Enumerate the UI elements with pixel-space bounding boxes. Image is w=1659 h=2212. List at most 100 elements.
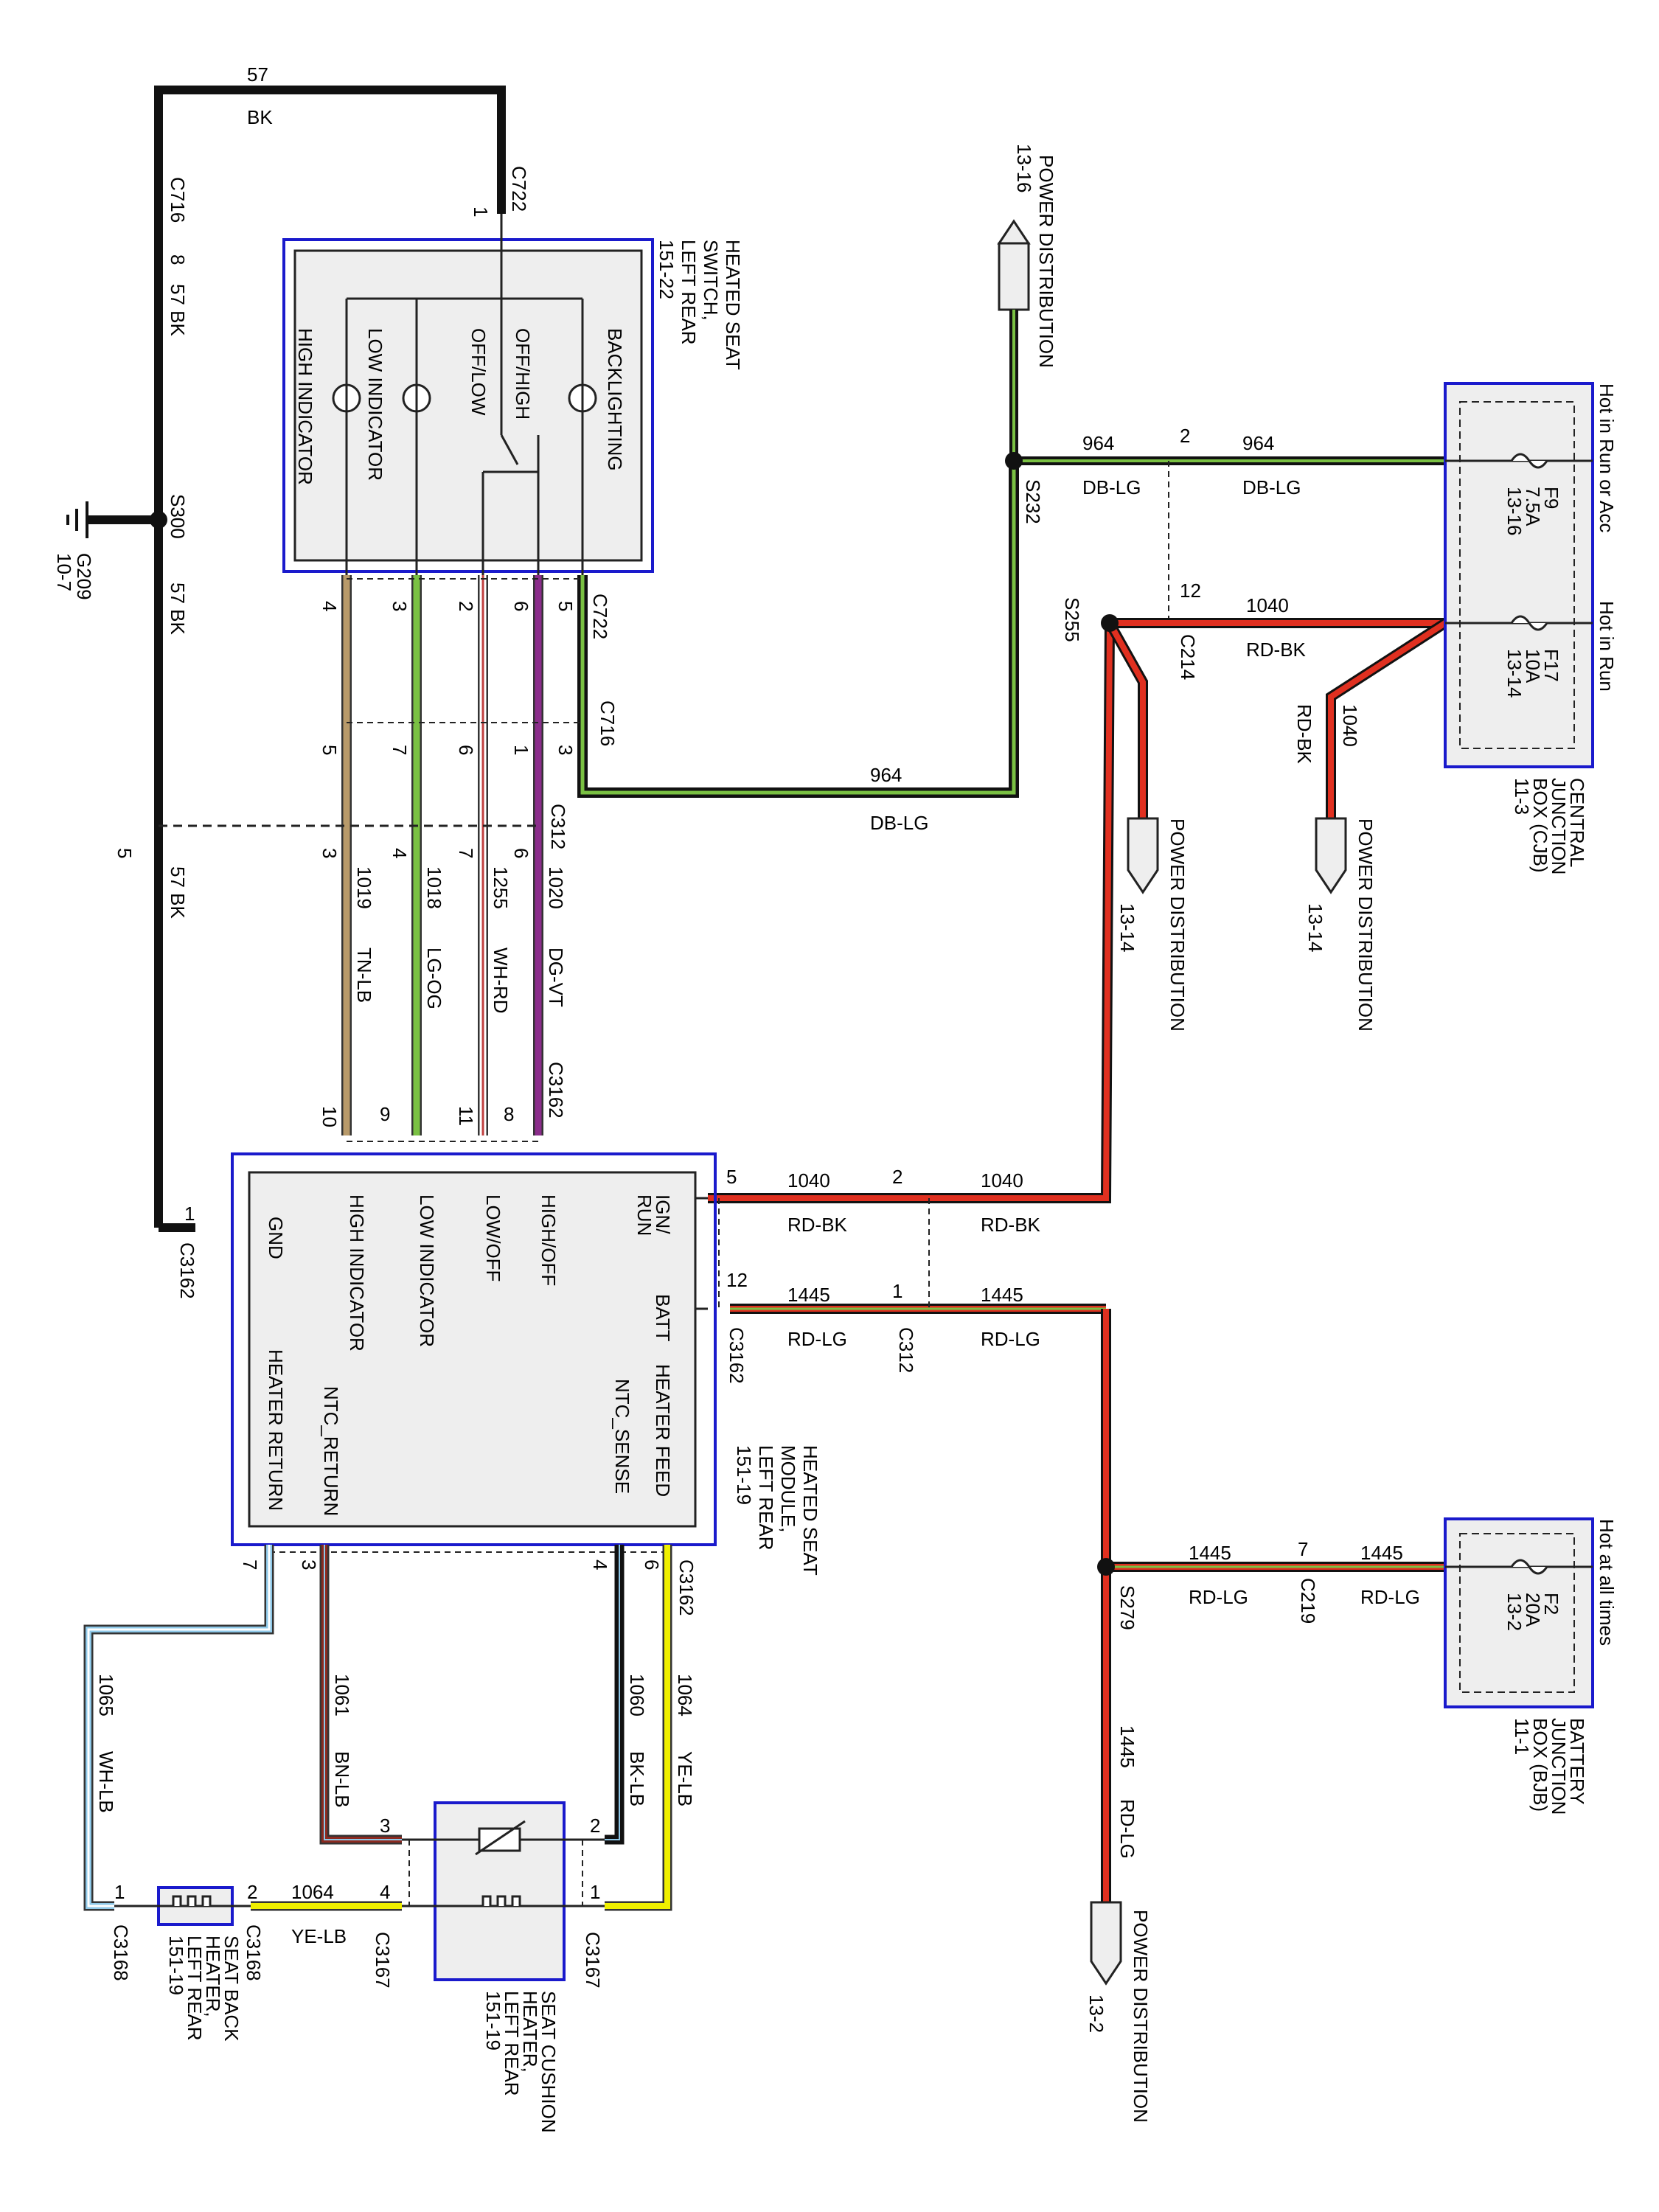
label-s255: S255 xyxy=(1061,597,1083,642)
fuse-f17-ref: 13-14 xyxy=(1503,649,1526,698)
fuse-f2-ref: 13-2 xyxy=(1503,1593,1526,1631)
wire-label-1064-a: 1064 xyxy=(674,1674,696,1717)
pin-c3162-11: 11 xyxy=(455,1106,477,1126)
pin-c722-3: 3 xyxy=(389,601,411,611)
bjb-frame xyxy=(1444,1517,1594,1708)
wire-label-dblg-c: DB-LG xyxy=(870,812,928,834)
wire-label-lgog: LG-OG xyxy=(423,947,445,1009)
label-s300: S300 xyxy=(167,494,189,539)
power-distribution-bottom-icon xyxy=(1090,1901,1122,1986)
fuse-f9-icon xyxy=(1510,453,1548,469)
pd-top-label-1: POWER DISTRIBUTION xyxy=(1035,155,1057,368)
wire-label-1040-b: 1040 xyxy=(1339,704,1361,747)
bjb-title-4: 11-1 xyxy=(1511,1718,1533,1755)
wire-label-57-top: 57 xyxy=(247,63,268,86)
wire-label-1040-c: 1040 xyxy=(787,1169,830,1192)
module-title-3: LEFT REAR xyxy=(755,1445,777,1551)
wire-1445-module xyxy=(730,1304,1445,1902)
pin-c3162-3: 3 xyxy=(298,1559,320,1570)
wire-label-1020: 1020 xyxy=(545,866,567,909)
pin-c3162-6: 6 xyxy=(641,1559,663,1570)
bjb-hot: Hot at all times xyxy=(1596,1519,1618,1646)
wire-964-pd xyxy=(1009,310,1445,465)
heated-seat-switch-frame xyxy=(282,238,654,573)
wire-label-rdbk-a: RD-BK xyxy=(1246,639,1307,661)
wire-label-57bk-2: 57 BK xyxy=(167,582,189,635)
switch-contact-icon xyxy=(483,214,538,473)
wire-1040 xyxy=(708,618,1448,1203)
pd-a-label-2: 13-14 xyxy=(1116,903,1138,953)
bjb-title-3: BOX (BJB) xyxy=(1529,1718,1551,1812)
pd-top-label-2: 13-16 xyxy=(1013,144,1035,193)
wire-1065 xyxy=(83,1545,274,1911)
module-label-ign: IGN/ xyxy=(652,1194,674,1234)
module-label-low-indicator: LOW INDICATOR xyxy=(416,1194,438,1347)
back-title-3: LEFT REAR xyxy=(184,1935,206,2041)
wire-label-57bk-1: 57 BK xyxy=(167,284,189,336)
power-distribution-b-icon xyxy=(1315,817,1347,894)
pin-c3162-7: 7 xyxy=(239,1559,261,1570)
wire-label-964-a: 964 xyxy=(1082,432,1114,454)
label-c3162-a: C3162 xyxy=(545,1062,567,1119)
label-g209-2: 10-7 xyxy=(53,553,75,591)
switch-label-off-high: OFF/HIGH xyxy=(512,328,534,420)
back-title-2: HEATER, xyxy=(202,1935,224,2017)
wire-label-1445-d: 1445 xyxy=(1360,1542,1403,1564)
label-c3168-left: C3168 xyxy=(110,1924,132,1981)
pin-c312-1: 1 xyxy=(892,1280,902,1302)
switch-label-low-indicator: LOW INDICATOR xyxy=(364,328,386,481)
module-title-4: 151-19 xyxy=(733,1445,755,1505)
wire-label-yelb-b: YE-LB xyxy=(291,1925,347,1947)
pd-b-label-2: 13-14 xyxy=(1304,903,1326,953)
fuse-f9-name: F9 xyxy=(1540,487,1562,509)
wire-label-dblg-a: DB-LG xyxy=(1082,476,1141,498)
pin-c716-1: 1 xyxy=(510,745,532,755)
pin-c3162-9: 9 xyxy=(380,1103,390,1125)
module-label-ntc-sense: NTC_SENSE xyxy=(611,1379,633,1494)
wire-label-1060: 1060 xyxy=(626,1674,648,1717)
pd-a-label-1: POWER DISTRIBUTION xyxy=(1166,818,1189,1032)
wire-label-dgvt: DG-VT xyxy=(545,947,567,1007)
label-c312-b: C312 xyxy=(895,1327,917,1373)
wire-label-tnlb: TN-LB xyxy=(353,947,375,1003)
splice-s232 xyxy=(1005,452,1023,470)
pd-b-label-1: POWER DISTRIBUTION xyxy=(1354,818,1377,1032)
pin-c312-4: 4 xyxy=(389,848,411,858)
fuse-f2-rating: 20A xyxy=(1522,1593,1544,1627)
pin-c716-5: 5 xyxy=(319,745,341,755)
switch-label-backlighting: BACKLIGHTING xyxy=(604,328,626,471)
wire-label-rdlg-b: RD-LG xyxy=(981,1328,1040,1350)
switch-title-1: HEATED SEAT xyxy=(722,240,744,370)
pin-c716-3: 3 xyxy=(554,745,577,755)
cushion-title-1: SEAT CUSHION xyxy=(538,1991,560,2133)
pd-bottom-label-1: POWER DISTRIBUTION xyxy=(1130,1910,1152,2123)
wire-964-switch xyxy=(577,461,1019,798)
bjb-title-2: JUNCTION xyxy=(1548,1718,1570,1815)
bjb-inner xyxy=(1459,1533,1575,1693)
module-label-heater-feed: HEATER FEED xyxy=(652,1364,674,1497)
label-c716-b: C716 xyxy=(597,700,619,746)
splice-s255 xyxy=(1101,614,1119,632)
switch-title-2: SWITCH, xyxy=(700,240,722,321)
wire-label-1019: 1019 xyxy=(353,866,375,909)
cjb-title-3: BOX (CJB) xyxy=(1529,778,1551,873)
power-distribution-top-icon xyxy=(997,219,1031,311)
label-c3162-right: C3162 xyxy=(726,1327,748,1384)
pin-c722-4: 4 xyxy=(319,601,341,611)
pin-c214-2: 2 xyxy=(1180,425,1190,447)
pin-c3167-4: 4 xyxy=(380,1881,390,1903)
wire-label-whrd: WH-RD xyxy=(490,947,512,1014)
splice-s279 xyxy=(1097,1558,1115,1576)
wire-label-1018: 1018 xyxy=(423,866,445,909)
wire-label-rdlg-e: RD-LG xyxy=(1116,1799,1138,1859)
wire-label-rdlg-a: RD-LG xyxy=(787,1328,847,1350)
pin-c219-7: 7 xyxy=(1298,1538,1308,1560)
switch-title-3: LEFT REAR xyxy=(678,240,700,345)
pin-c716-6: 6 xyxy=(455,745,477,755)
wire-1061 xyxy=(319,1545,402,1845)
wire-label-dblg-b: DB-LG xyxy=(1242,476,1301,498)
wire-label-rdbk-d: RD-BK xyxy=(981,1214,1041,1236)
label-c722-a: C722 xyxy=(508,166,530,212)
ground-wire-57 xyxy=(88,86,506,1232)
